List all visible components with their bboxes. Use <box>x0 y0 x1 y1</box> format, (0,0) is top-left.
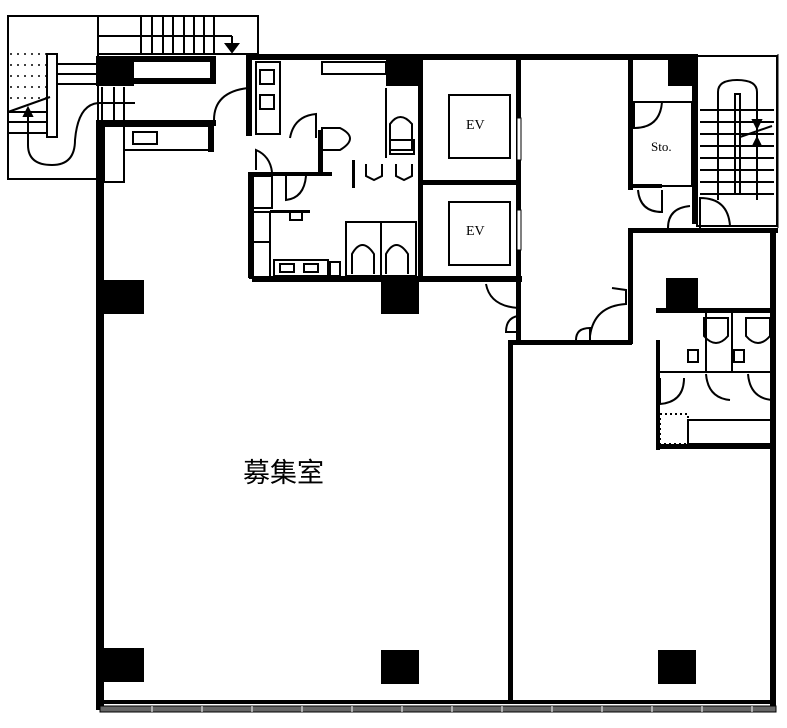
stair-left <box>7 15 99 180</box>
column <box>658 650 696 684</box>
column <box>96 280 144 314</box>
elevator-2 <box>448 201 511 266</box>
column <box>381 650 419 684</box>
column <box>381 280 419 314</box>
elevator-1-label: EV <box>466 118 485 133</box>
elevator-2-label: EV <box>466 224 485 239</box>
stair-right <box>696 55 778 227</box>
main-room-label: 募集室 <box>243 458 324 489</box>
storage-label: Sto. <box>651 139 672 154</box>
elevator-1 <box>448 94 511 159</box>
column <box>96 648 144 682</box>
